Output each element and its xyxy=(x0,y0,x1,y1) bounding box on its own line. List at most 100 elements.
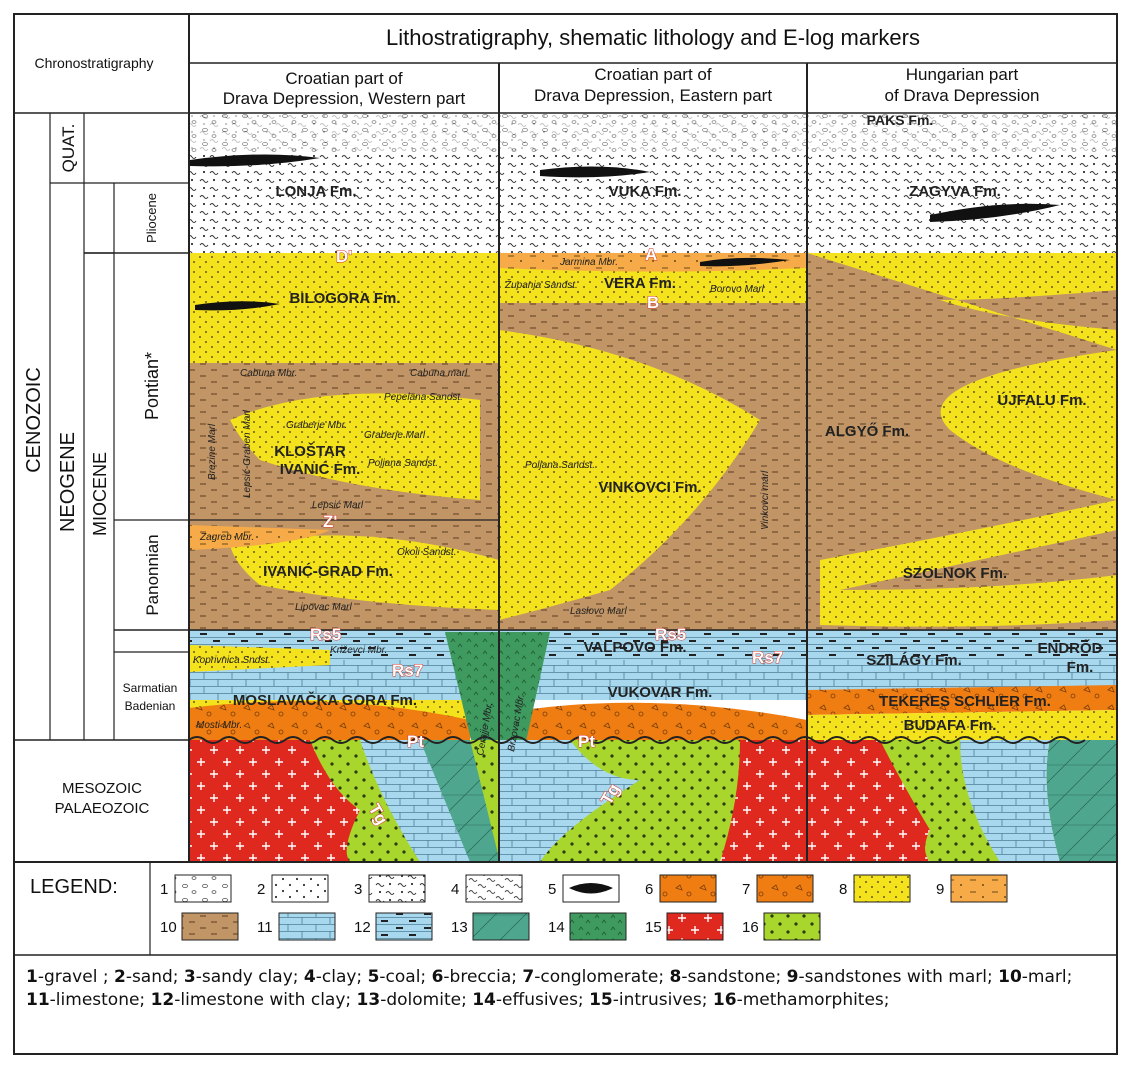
legend-number-7: 7 xyxy=(742,881,750,898)
legend-number-14: 14 xyxy=(548,919,565,936)
header-col3-l1: Hungarian part xyxy=(906,65,1019,84)
legend-desc-9: 9-sandstones with marl; xyxy=(786,967,999,987)
mbr-pepelana: Pepelana Sandst. xyxy=(384,392,463,403)
legend-number-10: 10 xyxy=(160,919,177,936)
chrono-sarmatian: Sarmatian xyxy=(123,681,178,695)
chrono-palaeozoic: PALAEOZOIC xyxy=(55,800,150,817)
lens-zagreb xyxy=(189,525,330,550)
fm-szilagy: SZILÁGY Fm. xyxy=(866,652,962,669)
marker-pt-1: Pt xyxy=(407,732,424,751)
layer-valpovo xyxy=(189,630,1117,660)
legend-desc-11: 11-limestone; xyxy=(26,990,151,1010)
legend-number-12: 12 xyxy=(354,919,371,936)
layer-tekeres xyxy=(807,685,1117,715)
mbr-cabuna: Cabuna Mbr. xyxy=(240,368,297,379)
lens-vinkovci-sst xyxy=(499,330,760,620)
layer-dolo-w xyxy=(420,740,500,862)
legend-number-3: 3 xyxy=(354,881,362,898)
marker-rs5-a: Rs5 xyxy=(310,625,341,644)
chrono-pontian: Pontian* xyxy=(142,352,162,420)
mbr-borovo: Borovo Marl xyxy=(710,284,765,295)
legend-swatch-1 xyxy=(174,874,232,903)
layer-breccia-west xyxy=(189,701,470,745)
legend-desc-15: 15-intrusives; xyxy=(589,990,713,1010)
fm-moslavacka: MOSLAVAČKA GORA Fm. xyxy=(233,691,417,709)
fm-lonja: LONJA Fm. xyxy=(275,183,356,200)
legend-desc-10: 10-marl; xyxy=(998,967,1073,987)
fm-tekeres: TEKERES SCHLIER Fm. xyxy=(879,693,1051,710)
mbr-okoli: Okoli Sandst. xyxy=(397,547,456,558)
layer-koprivnica xyxy=(189,645,330,672)
fm-paks: PAKS Fm. xyxy=(867,112,934,128)
header-col1-l2: Drava Depression, Western part xyxy=(223,89,466,108)
fm-zagyva: ZAGYVA Fm. xyxy=(909,183,1001,200)
legend-swatch-12 xyxy=(375,912,433,941)
figure-frame xyxy=(13,13,1118,1055)
marker-rs5-b: Rs5 xyxy=(655,625,686,644)
marker-rs7-b: Rs7 xyxy=(752,648,783,667)
legend-desc-3: 3-sandy clay; xyxy=(183,967,304,987)
mbr-graberje-marl: Graberje Marl xyxy=(364,430,426,441)
lens-ivanic-sst xyxy=(230,535,499,610)
legend-desc-2: 2-sand; xyxy=(113,967,184,987)
chrono-badenian: Badenian xyxy=(125,699,176,713)
fm-ivanic-grad: IVANIĆ-GRAD Fm. xyxy=(263,562,393,580)
layer-breccia-east xyxy=(510,702,807,745)
chrono-cenozoic: CENOZOIC xyxy=(23,367,45,473)
legend-desc-14: 14-effusives; xyxy=(472,990,590,1010)
lens-klostar-sst xyxy=(230,393,480,500)
coal-lens-1 xyxy=(190,154,320,167)
legend-swatch-7 xyxy=(756,874,814,903)
marker-d: D' xyxy=(336,247,352,266)
legend-swatch-11 xyxy=(278,912,336,941)
header-litho: Lithostratigraphy, shematic lithology an… xyxy=(386,25,920,50)
chrono-mesozoic: MESOZOIC xyxy=(62,780,142,797)
layer-jarmina xyxy=(499,253,807,272)
layer-quat-gravel xyxy=(189,113,1117,153)
legend-swatch-15 xyxy=(666,912,724,941)
coal-lens-4 xyxy=(195,301,280,311)
marker-pt-2: Pt xyxy=(578,732,595,751)
legend-swatch-16 xyxy=(763,912,821,941)
legend-number-1: 1 xyxy=(160,881,168,898)
fm-szolnok: SZOLNOK Fm. xyxy=(903,565,1007,582)
legend-number-4: 4 xyxy=(451,881,459,898)
mbr-poljana-2: Poljana Sandst. xyxy=(525,460,595,471)
legend-number-2: 2 xyxy=(257,881,265,898)
layer-dolo-hu xyxy=(1046,740,1117,862)
fm-algyo: ALGYŐ Fm. xyxy=(825,422,909,440)
fm-vera: VERA Fm. xyxy=(604,275,676,292)
mbr-cabuna-marl: Cabuna marl xyxy=(410,368,468,379)
fm-valpovo: VALPOVO Fm. xyxy=(583,639,686,656)
legend-number-13: 13 xyxy=(451,919,468,936)
mbr-lipovac: Lipovac Marl xyxy=(295,602,352,613)
mbr-laslovo: Laslovo Marl xyxy=(570,606,627,617)
legend-desc-4: 4-clay; xyxy=(303,967,368,987)
legend-swatch-4 xyxy=(465,874,523,903)
mbr-poljana-1: Poljana Sandst. xyxy=(368,458,438,469)
layer-budafa xyxy=(807,710,1117,740)
coal-lens-3 xyxy=(930,203,1060,222)
legend-desc-5: 5-coal; xyxy=(367,967,432,987)
mbr-brezine: Brezine Marl xyxy=(207,423,218,480)
legend-swatch-8 xyxy=(853,874,911,903)
legend-descriptions: 1-gravel ; 2-sand; 3-sandy clay; 4-clay;… xyxy=(14,956,1118,1054)
coal-lens-2 xyxy=(540,166,650,178)
header-col2-l2: Drava Depression, Eastern part xyxy=(534,86,772,105)
layer-intrusive-hu xyxy=(807,740,930,862)
marker-z: Z' xyxy=(323,512,337,531)
fm-endrod-2: Fm. xyxy=(1067,659,1094,676)
chrono-pliocene: Pliocene xyxy=(144,193,159,243)
legend-swatch-9 xyxy=(950,874,1008,903)
layer-lime-e xyxy=(499,740,640,862)
legend-number-9: 9 xyxy=(936,881,944,898)
fm-vukovar: VUKOVAR Fm. xyxy=(608,684,713,701)
legend-number-8: 8 xyxy=(839,881,847,898)
legend-swatch-10 xyxy=(181,912,239,941)
chrono-neogene: NEOGENE xyxy=(57,432,79,532)
mbr-jarmina: Jarmina Mbr. xyxy=(559,257,618,268)
legend-number-15: 15 xyxy=(645,919,662,936)
legend-desc-8: 8-sandstone; xyxy=(669,967,787,987)
